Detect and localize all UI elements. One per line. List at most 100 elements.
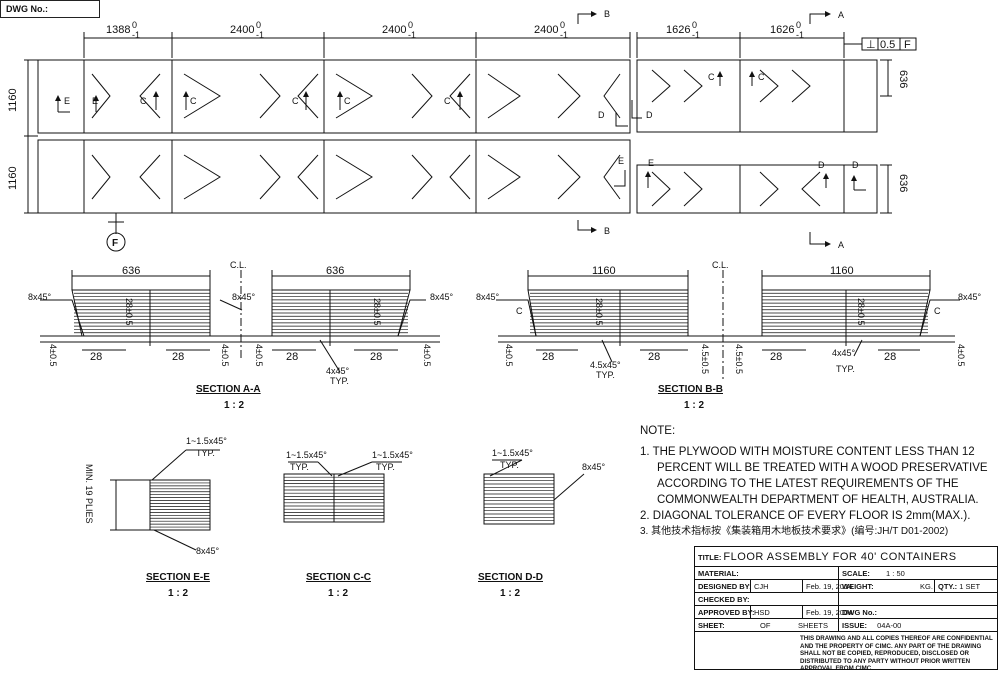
tb-title-row: TITLE: FLOOR ASSEMBLY FOR 40' CONTAINERS xyxy=(695,547,997,567)
dwg-no-header: DWG No.: xyxy=(0,0,100,18)
top-floor-row xyxy=(37,59,631,134)
bb-edge-4: 28 xyxy=(884,351,896,363)
dd-top-chamfer: 1~1.5x45° xyxy=(492,448,533,458)
tb-row-designed: DESIGNED BY: CJH Feb. 19, 2004 WEIGHT: K… xyxy=(695,580,997,593)
note-3: 3. 其他技术指标按《集装箱用木地板技术要求》(编号:JH/T D01-2002… xyxy=(640,526,949,537)
tb-weight-unit: KG. xyxy=(920,582,933,591)
label-e: E xyxy=(648,158,654,168)
label-a-top: A xyxy=(838,10,844,20)
section-ee xyxy=(110,449,220,551)
dim-sup: 0 xyxy=(560,20,565,30)
ee-plies: MIN. 19 PLIES xyxy=(84,464,94,524)
ee-top-chamfer: 1~1.5x45° xyxy=(186,436,227,446)
dd-typ: TYP. xyxy=(500,460,519,470)
label-b-bottom: B xyxy=(604,226,610,236)
ee-bottom-chamfer: 8x45° xyxy=(196,546,220,556)
dim-636-top: 636 xyxy=(897,70,909,88)
label-d: D xyxy=(852,160,859,170)
section-dd xyxy=(483,459,585,525)
label-e: E xyxy=(92,96,98,106)
cc-left-typ: TYP. xyxy=(290,462,309,472)
section-cc-text: 1~1.5x45° TYP. 1~1.5x45° TYP. SECTION C-… xyxy=(286,450,413,599)
aa-width-right: 636 xyxy=(326,265,344,277)
dim-2400-a: 2400 xyxy=(230,24,254,36)
bb-thickness-left: 28±0.5 xyxy=(594,298,604,325)
bb-width-right: 1160 xyxy=(830,265,854,277)
bottom-floor-row xyxy=(37,139,631,214)
label-e: E xyxy=(618,156,624,166)
bb-title: SECTION B-B xyxy=(658,384,723,395)
dim-sup: 0 xyxy=(132,20,137,30)
dim-sup: 0 xyxy=(256,20,261,30)
tb-row-approved: APPROVED BY: HSD Feb. 19, 2004 DWG No.: xyxy=(695,606,997,619)
confidential-notice: THIS DRAWING AND ALL COPIES THEREOF ARE … xyxy=(800,635,993,673)
bb-gap-1: 4±0.5 xyxy=(504,344,514,366)
dim-2400-c: 2400 xyxy=(534,24,558,36)
tb-title-label: TITLE: xyxy=(698,553,722,562)
bb-edge-1: 28 xyxy=(542,351,554,363)
title-block: TITLE: FLOOR ASSEMBLY FOR 40' CONTAINERS… xyxy=(694,546,998,670)
ee-scale: 1 : 2 xyxy=(168,588,188,599)
label-c: C xyxy=(344,96,351,106)
aa-chamfer-left: 8x45° xyxy=(28,292,52,302)
aa-gap-4: 4±0.5 xyxy=(422,344,432,366)
aa-gap-3: 4±0.5 xyxy=(254,344,264,366)
tb-sheets-label: SHEETS xyxy=(795,619,839,631)
cc-right-chamfer: 1~1.5x45° xyxy=(372,450,413,460)
ee-title: SECTION E-E xyxy=(146,572,210,583)
label-c: C xyxy=(190,96,197,106)
cc-scale: 1 : 2 xyxy=(328,588,348,599)
aa-edge-3: 28 xyxy=(286,351,298,363)
aa-chamfer-mid: 8x45° xyxy=(232,292,256,302)
flatness-datum: F xyxy=(904,39,911,51)
bb-cl: C.L. xyxy=(712,260,729,270)
label-c: C xyxy=(708,72,715,82)
tb-approved-by: HSD xyxy=(751,606,803,618)
dim-sub: -1 xyxy=(692,30,700,40)
section-cc xyxy=(283,461,402,523)
tb-row-sheet: SHEET: OF SHEETS ISSUE: 04A-00 xyxy=(695,619,997,632)
dim-1626-b: 1626 xyxy=(770,24,794,36)
aa-edge-4: 28 xyxy=(370,351,382,363)
notes-title: NOTE: xyxy=(640,425,676,437)
cc-left-chamfer: 1~1.5x45° xyxy=(286,450,327,460)
cc-right-typ: TYP. xyxy=(376,462,395,472)
section-bb-text: 1160 1160 C.L. 8x45° 8x45° C C 28±0.5 28… xyxy=(476,260,982,411)
aa-edge-1: 28 xyxy=(90,351,102,363)
tb-qty-label: QTY.: xyxy=(938,582,958,591)
aa-scale: 1 : 2 xyxy=(224,400,244,411)
aa-cl: C.L. xyxy=(230,260,247,270)
section-bb xyxy=(496,270,960,380)
label-d: D xyxy=(598,110,605,120)
section-aa-text: 636 636 C.L. 8x45° 8x45° 8x45° 28±0.5 28… xyxy=(28,260,454,411)
tb-scale: 1 : 50 xyxy=(886,569,905,578)
label-a-bottom: A xyxy=(838,240,844,250)
label-f: F xyxy=(112,238,118,249)
bb-width-left: 1160 xyxy=(592,265,616,277)
dwg-no-label: DWG No.: xyxy=(6,4,48,14)
dim-1160-top: 1160 xyxy=(7,88,19,112)
bb-gap-3: 4.5±0.5 xyxy=(734,344,744,374)
label-c: C xyxy=(292,96,299,106)
bb-chamfer-right: 8x45° xyxy=(958,292,982,302)
tb-title: FLOOR ASSEMBLY FOR 40' CONTAINERS xyxy=(723,551,957,563)
tb-material-label: MATERIAL: xyxy=(695,567,839,579)
tb-qty: 1 SET xyxy=(959,582,981,591)
aa-typ: TYP. xyxy=(330,376,349,386)
dim-1388: 1388 xyxy=(106,24,130,36)
tb-approved-date: Feb. 19, 2004 xyxy=(803,606,852,618)
bb-typ: TYP. xyxy=(596,370,615,380)
bb-gap-4: 4±0.5 xyxy=(956,344,966,366)
bb-typ-chamfer: 4.5x45° xyxy=(590,360,621,370)
dim-sup: 0 xyxy=(408,20,413,30)
label-d: D xyxy=(646,110,653,120)
dim-sub: -1 xyxy=(408,30,416,40)
bb-edge-2: 28 xyxy=(648,351,660,363)
bb-typ-2: TYP. xyxy=(836,364,855,374)
note-1: 1. THE PLYWOOD WITH MOISTURE CONTENT LES… xyxy=(640,446,988,506)
bb-edge-3: 28 xyxy=(770,351,782,363)
tb-issue-label: ISSUE: xyxy=(842,621,868,630)
label-b-top: B xyxy=(604,9,610,19)
